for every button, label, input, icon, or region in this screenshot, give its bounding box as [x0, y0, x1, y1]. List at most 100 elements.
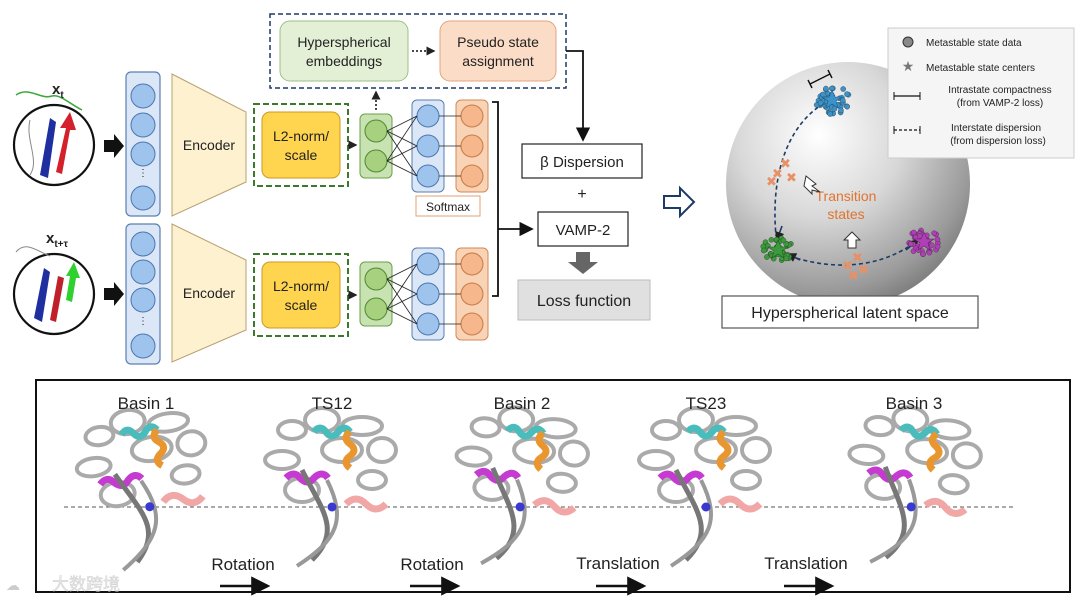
svg-text:scale: scale [285, 297, 318, 313]
encoder-bottom-label: Encoder [183, 285, 235, 301]
l2norm-top: L2-norm/ scale [253, 103, 349, 187]
cluster-point [780, 237, 787, 244]
svg-text:Hyperspherical latent space: Hyperspherical latent space [751, 305, 949, 322]
svg-text:Loss function: Loss function [537, 293, 631, 310]
green-center-star [767, 239, 789, 259]
input-vector-top: ⋮ [125, 71, 161, 217]
output-bracket [492, 101, 499, 297]
state-label-ts23: TS23 [686, 394, 727, 413]
ion-marker [145, 502, 155, 512]
protein-body [740, 436, 772, 464]
cluster-point [827, 111, 833, 117]
protein-body [320, 436, 364, 464]
protein-body [356, 469, 388, 491]
cluster-point [931, 230, 937, 236]
svg-text:Pseudo state: Pseudo state [457, 34, 539, 50]
protein-body [937, 473, 970, 496]
svg-text:β Dispersion: β Dispersion [540, 154, 624, 171]
input-vector-bottom: ⋮ [125, 223, 161, 365]
svg-text:Intrastate compactness: Intrastate compactness [948, 85, 1051, 96]
state-label-basin-3: Basin 3 [886, 394, 943, 413]
sphere-hollow-arrow-2 [842, 231, 862, 249]
protein-body [694, 436, 738, 464]
svg-text:L2-norm/: L2-norm/ [273, 278, 329, 294]
loss-function-box: Loss function [517, 279, 651, 321]
orange-helix [342, 429, 358, 471]
softmax-label: Softmax [426, 200, 470, 214]
svg-text:VAMP-2: VAMP-2 [556, 222, 611, 239]
cluster-point [760, 247, 767, 254]
structure-3 [454, 405, 590, 566]
cluster-point [934, 236, 941, 243]
dna-strand [480, 478, 527, 566]
hidden-nodes-top [411, 99, 445, 193]
cluster-point [920, 251, 926, 257]
protein-body [175, 429, 208, 458]
pink-segment [923, 497, 968, 517]
transition-label-1: Transition [816, 188, 877, 204]
protein-body [950, 441, 983, 470]
to-latent-arrow [663, 185, 696, 219]
ion-marker [515, 502, 525, 512]
structure-5 [847, 405, 983, 564]
orange-helix [926, 431, 943, 473]
teal-helix [685, 424, 727, 440]
ion-marker [701, 502, 711, 512]
teal-helix [311, 424, 353, 440]
state-label-basin-1: Basin 1 [118, 394, 175, 413]
svg-text:scale: scale [285, 147, 318, 163]
teal-helix [504, 423, 547, 440]
latent-caption-box: Hyperspherical latent space [721, 295, 979, 329]
cluster-point [764, 254, 770, 260]
l2norm-bottom: L2-norm/ scale [253, 253, 349, 337]
dna-strand [121, 479, 159, 572]
sphere-hollow-arrow-1 [803, 175, 821, 196]
svg-text:✖: ✖ [766, 175, 777, 190]
state-label-basin-2: Basin 2 [494, 394, 551, 413]
loss-down-arrow [568, 252, 598, 274]
cluster-point [823, 85, 829, 92]
transition-label-rotation-1: Rotation [211, 555, 274, 574]
protein-body [512, 436, 557, 465]
ion-marker [906, 502, 916, 512]
orange-helix [716, 429, 732, 471]
watermark: ☁ 大数跨境 [6, 575, 120, 594]
svg-text:✖: ✖ [842, 259, 853, 274]
compactness-indicator [807, 69, 833, 89]
transition-label-rotation-2: Rotation [400, 555, 463, 574]
svg-text:大数跨境: 大数跨境 [52, 575, 120, 594]
svg-text:⋮: ⋮ [138, 168, 148, 179]
protein-body [74, 455, 113, 479]
pink-segment [160, 491, 206, 507]
svg-text:Metastable state centers: Metastable state centers [926, 63, 1035, 74]
svg-text:(from VAMP-2 loss): (from VAMP-2 loss) [957, 98, 1044, 109]
svg-text:Metastable state data: Metastable state data [926, 38, 1022, 49]
cluster-point [844, 103, 850, 110]
output-nodes-bottom [455, 247, 489, 341]
softmax-box [415, 195, 481, 217]
dna-strand [295, 479, 339, 568]
dna-strand [669, 479, 713, 568]
encoder-bottom: Encoder [171, 223, 247, 363]
protein-body [454, 445, 493, 468]
cluster-point [831, 106, 838, 112]
svg-text:L2-norm/: L2-norm/ [273, 128, 329, 144]
protein-body [557, 439, 590, 468]
input-arrow-top [104, 134, 124, 158]
protein-structures [74, 405, 983, 572]
protein-body [469, 416, 502, 439]
cluster-point [840, 97, 846, 104]
pseudo-state-box: Pseudo state assignment [439, 20, 557, 82]
svg-text:⋮: ⋮ [138, 316, 148, 327]
structure-4 [637, 406, 772, 568]
protein-body [863, 415, 896, 438]
cluster-point [768, 237, 775, 243]
cluster-point [783, 255, 790, 262]
teal-helix [898, 423, 940, 440]
protein-body [169, 463, 202, 486]
cluster-point [820, 91, 826, 98]
pink-segment [717, 495, 763, 513]
cluster-point [911, 229, 917, 236]
purple-center-star [913, 231, 935, 251]
